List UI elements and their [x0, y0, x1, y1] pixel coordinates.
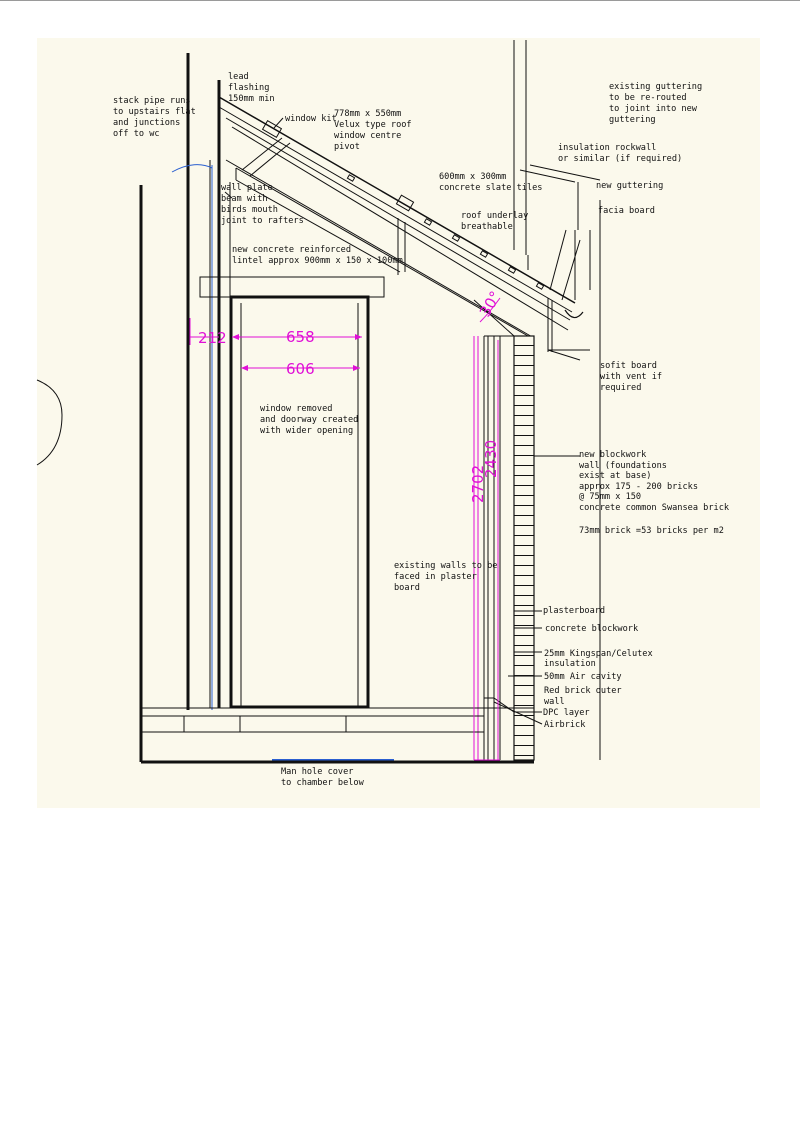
note-new-guttering: new guttering [596, 181, 663, 191]
door-opening [199, 276, 385, 709]
drawing-sheet [37, 38, 760, 808]
guttering-fascia [513, 40, 601, 760]
note-manhole: Man hole cover to chamber below [281, 767, 365, 788]
note-wall-plate: wall plate beam with birds mouth joint t… [221, 183, 304, 226]
stack-pipe-and-walls [139, 53, 231, 762]
note-concrete-blockwork: concrete blockwork [545, 624, 639, 634]
note-air-cavity: 50mm Air cavity [544, 672, 622, 682]
roof-rafters [218, 96, 576, 339]
dimension-lines [189, 297, 501, 761]
note-window-kit: window kit [285, 114, 337, 124]
note-velux: 778mm x 550mm Velux type roof window cen… [334, 109, 417, 152]
note-airbrick: Airbrick [544, 720, 586, 730]
note-sofit-board: sofit board with vent if required [600, 361, 667, 393]
note-stack-pipe: stack pipe runs to upstairs flat and jun… [113, 96, 201, 139]
note-insulation-rockwall: insulation rockwall or similar (if requi… [558, 143, 682, 164]
note-plasterboard: plasterboard [543, 606, 605, 616]
leader-lines [224, 117, 581, 725]
blue-markups [171, 164, 394, 761]
note-slate-tiles: 600mm x 300mm concrete slate tiles [439, 172, 542, 193]
note-existing-walls: existing walls to be faced in plaster bo… [394, 561, 503, 593]
note-lead-flashing: lead flashing 150mm min [228, 72, 275, 104]
note-existing-guttering: existing guttering to be re-routed to jo… [609, 82, 707, 125]
dimension-212: 212 [198, 329, 227, 347]
note-window-removed: window removed and doorway created with … [260, 404, 364, 436]
page-top-border [0, 0, 800, 1]
note-dpc: DPC layer [543, 708, 590, 718]
dimension-2430: 2430 [482, 440, 500, 478]
dimension-arrows [232, 334, 362, 371]
note-kingspan: 25mm Kingspan/Celutex insulation [544, 649, 658, 669]
dimension-658: 658 [286, 328, 315, 346]
dimension-angle-30: 30° [476, 288, 505, 320]
brick-outer-wall [513, 335, 535, 761]
note-blockwork: new blockwork wall (foundations exist at… [579, 450, 730, 513]
roof-tiles [346, 174, 545, 290]
note-facia-board: facia board [598, 206, 655, 216]
door-swing-arc [36, 379, 63, 466]
note-roof-underlay: roof underlay breathable [461, 211, 533, 232]
floor-foundation [141, 697, 534, 764]
note-lintel: new concrete reinforced lintel approx 90… [232, 245, 403, 266]
cavity-wall [473, 299, 515, 760]
note-brick-rate: 73mm brick =53 bricks per m2 [579, 526, 724, 536]
note-red-brick: Red brick outer wall [544, 686, 627, 707]
dimension-2702: 2702 [469, 465, 487, 503]
dimension-606: 606 [286, 360, 315, 378]
